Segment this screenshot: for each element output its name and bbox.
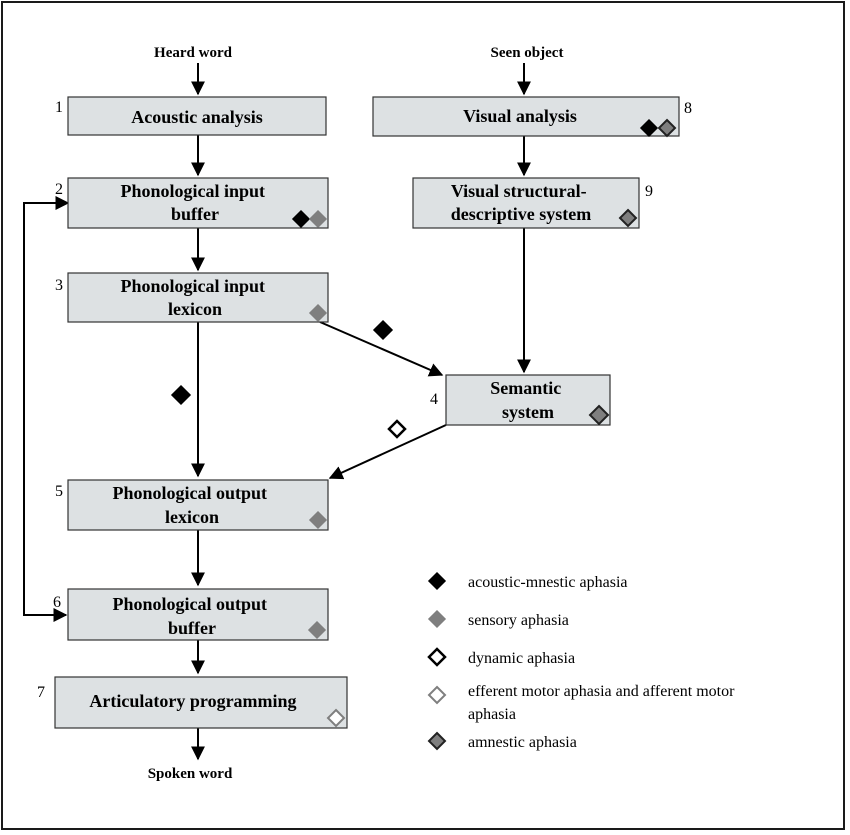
processing-boxes — [54, 96, 680, 729]
box-articulatory-programming — [54, 676, 348, 729]
label-seen-object: Seen object — [491, 45, 564, 61]
box-phonological-output-buffer — [67, 588, 329, 641]
legend-label: amnestic aphasia — [468, 734, 577, 751]
box-phonological-output-lexicon — [67, 479, 329, 531]
legend-item-efferent-afferent-motor: efferent motor aphasia and afferent moto… — [427, 683, 738, 723]
arrow-semantic-to-output-lexicon — [328, 424, 447, 480]
number-7: 7 — [37, 684, 45, 701]
legend-item-sensory: sensory aphasia — [427, 609, 569, 629]
legend-label: acoustic-mnestic aphasia — [468, 574, 628, 591]
legend-label: efferent motor aphasia and afferent moto… — [468, 683, 738, 723]
diamond-gray-icon — [308, 510, 328, 530]
diamond-gray-icon — [308, 209, 328, 229]
diamond-gray-icon — [307, 620, 327, 640]
diamond-black-icon — [372, 319, 394, 341]
diamond-gray-icon — [308, 303, 328, 323]
bypass-input-buffer-to-output-buffer — [23, 196, 70, 622]
legend-label: dynamic aphasia — [468, 650, 575, 667]
number-6: 6 — [53, 594, 61, 611]
diamond-amnestic-icon — [657, 118, 677, 138]
number-9: 9 — [645, 183, 653, 200]
number-2: 2 — [55, 181, 63, 198]
legend-item-amnestic: amnestic aphasia — [427, 731, 577, 751]
diamond-black-icon — [639, 118, 659, 138]
legend-item-acoustic-mnestic: acoustic-mnestic aphasia — [427, 571, 628, 591]
io-labels: Heard word Seen object Spoken word — [148, 45, 564, 782]
box-numbers: 1 2 3 4 5 6 7 8 9 — [37, 99, 692, 701]
diamond-gray-outline-icon — [326, 708, 346, 728]
box-visual-structural-descriptive — [412, 177, 640, 229]
label-phonological-output-lexicon: Phonological output lexicon — [112, 483, 271, 527]
diamond-black-icon — [170, 384, 192, 406]
label-articulatory-programming: Articulatory programming — [89, 691, 296, 711]
legend-item-dynamic: dynamic aphasia — [427, 647, 575, 667]
box-acoustic-analysis — [67, 96, 327, 136]
box-phonological-input-lexicon — [67, 272, 329, 323]
arrow-input-lexicon-to-semantic — [319, 321, 444, 377]
label-phonological-output-buffer: Phonological output buffer — [112, 594, 271, 638]
box-labels: Acoustic analysis Phonological input buf… — [89, 106, 591, 711]
label-phonological-input-lexicon: Phonological input lexicon — [120, 276, 269, 319]
number-5: 5 — [55, 483, 63, 500]
legend-diamond-amnestic-icon — [427, 731, 447, 751]
label-acoustic-analysis: Acoustic analysis — [131, 107, 263, 127]
diamond-black-icon — [291, 209, 311, 229]
label-semantic-system: Semantic system — [490, 378, 566, 422]
number-4: 4 — [430, 391, 438, 408]
legend: acoustic-mnestic aphasia sensory aphasia… — [427, 571, 738, 751]
legend-label: sensory aphasia — [468, 612, 569, 629]
legend-diamond-outline-icon — [427, 647, 447, 667]
legend-diamond-black-icon — [427, 571, 447, 591]
label-visual-structural-descriptive: Visual structural- descriptive system — [451, 181, 591, 224]
box-semantic-system — [445, 374, 611, 426]
diamond-amnestic-icon — [618, 208, 638, 228]
label-spoken-word: Spoken word — [148, 766, 233, 782]
box-phonological-input-buffer — [67, 177, 329, 229]
label-phonological-input-buffer: Phonological input buffer — [120, 181, 269, 224]
number-3: 3 — [55, 277, 63, 294]
diamond-markers — [170, 118, 677, 728]
diamond-outline-icon — [387, 419, 407, 439]
diamond-amnestic-icon — [588, 404, 610, 426]
label-visual-analysis: Visual analysis — [463, 106, 577, 126]
box-visual-analysis — [372, 96, 680, 137]
legend-diamond-gray-icon — [427, 609, 447, 629]
number-1: 1 — [55, 99, 63, 116]
label-heard-word: Heard word — [154, 45, 233, 61]
connections — [23, 63, 531, 761]
legend-diamond-gray-outline-icon — [427, 685, 447, 705]
number-8: 8 — [684, 100, 692, 117]
